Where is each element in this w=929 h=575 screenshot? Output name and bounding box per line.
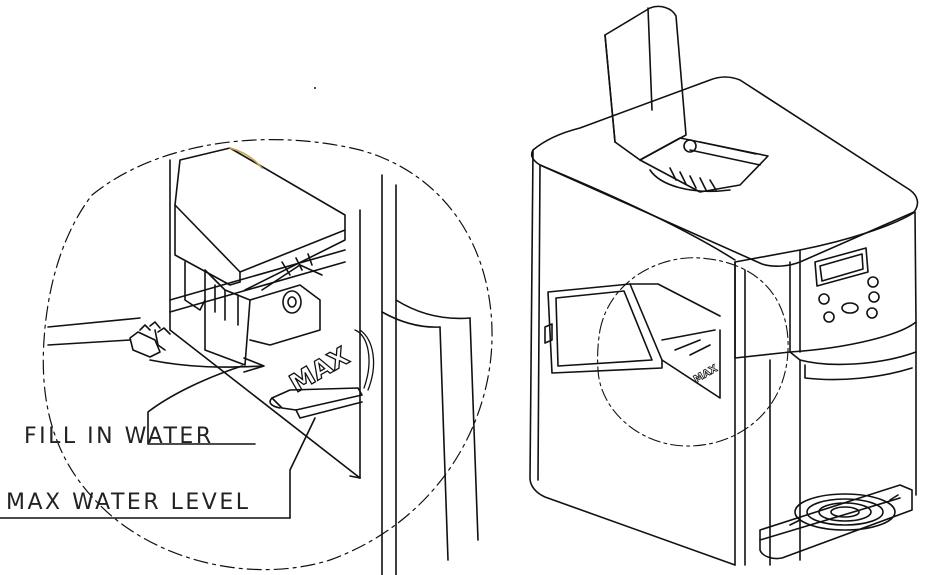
ice-maker-unit (529, 5, 919, 566)
control-button-1 (867, 276, 879, 288)
control-button-5 (823, 311, 835, 323)
dispenser (769, 321, 917, 566)
detail-view (0, 139, 493, 575)
fill-leader-line (147, 365, 256, 445)
max-mark-small: MAX (692, 363, 720, 385)
display-window (814, 247, 869, 287)
drip-tray (759, 484, 913, 560)
cabinet-wall (381, 174, 479, 575)
unit-top (530, 76, 919, 267)
control-panel (734, 211, 917, 359)
unit-left-face (529, 149, 736, 566)
reservoir-door (544, 283, 721, 399)
control-button-2 (818, 293, 830, 305)
max-leader-line (289, 417, 316, 519)
control-button-4 (841, 302, 859, 314)
ice-basket (639, 137, 769, 193)
bracket-parts (169, 249, 346, 366)
stray-dot (314, 87, 316, 89)
max-ledge (269, 329, 375, 419)
reservoir-walls (169, 159, 361, 479)
fill-in-water-label: FILL IN WATER (24, 424, 214, 449)
control-button-6 (866, 307, 878, 319)
fill-arrow (149, 357, 265, 373)
detail-dashed-circle (42, 139, 493, 571)
top-lid (604, 5, 687, 161)
control-button-3 (868, 291, 880, 303)
unit-dashed-circle (597, 257, 789, 447)
fill-rod (47, 317, 171, 358)
max-water-level-label: MAX WATER LEVEL (6, 490, 250, 515)
